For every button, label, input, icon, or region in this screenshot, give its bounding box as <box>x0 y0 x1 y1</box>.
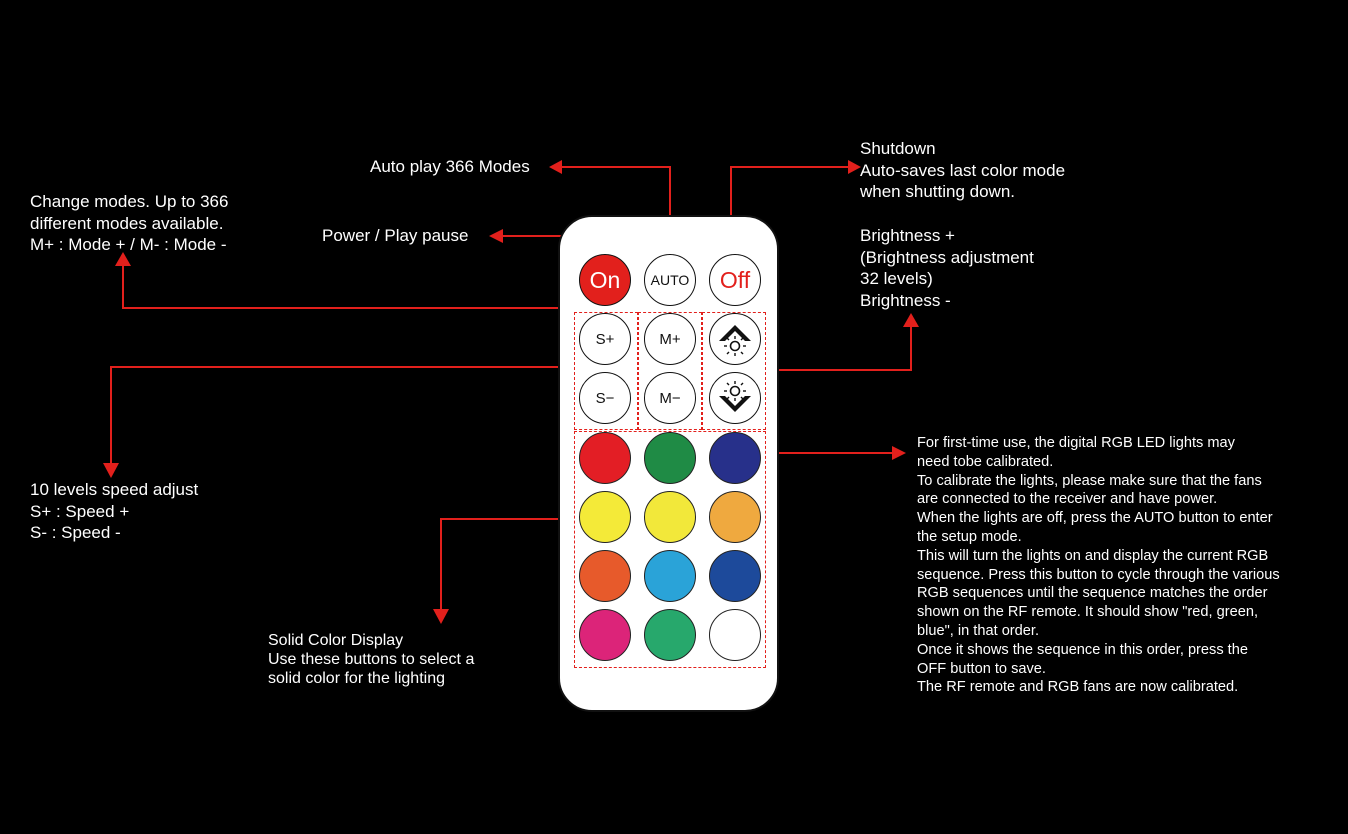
brightness-label: Brightness + (Brightness adjustment 32 l… <box>860 226 1034 310</box>
brightness-down-button[interactable] <box>709 372 761 424</box>
calibration-instructions: For first-time use, the digital RGB LED … <box>917 435 1280 696</box>
color-button-green[interactable] <box>644 432 696 484</box>
off-button[interactable]: Off <box>709 254 761 306</box>
arrowhead-change-modes <box>115 252 131 266</box>
color-button-white[interactable] <box>709 609 761 661</box>
brightness-down-icon <box>719 381 751 412</box>
speed-group-box <box>574 312 638 430</box>
power-label: Power / Play pause <box>322 226 469 245</box>
color-button-sky-blue[interactable] <box>644 550 696 602</box>
arrowhead-speed <box>103 463 119 478</box>
color-button-red[interactable] <box>579 432 631 484</box>
color-button-orange[interactable] <box>709 491 761 543</box>
speed-label: 10 levels speed adjust S+ : Speed + S- :… <box>30 480 199 542</box>
shutdown-label: Shutdown Auto-saves last color mode when… <box>860 139 1066 201</box>
brightness-up-button[interactable] <box>709 313 761 365</box>
arrowhead-brightness <box>903 313 919 327</box>
color-button-magenta[interactable] <box>579 609 631 661</box>
solid-color-label: Solid Color Display Use these buttons to… <box>268 632 475 687</box>
arrowhead-solid-color <box>433 609 449 624</box>
speed-down-button[interactable]: S− <box>579 372 631 424</box>
mode-down-button[interactable]: M− <box>644 372 696 424</box>
color-button-emerald[interactable] <box>644 609 696 661</box>
color-button-royal-blue[interactable] <box>709 550 761 602</box>
change-modes-label: Change modes. Up to 366 different modes … <box>30 192 229 254</box>
color-button-navy[interactable] <box>709 432 761 484</box>
color-button-red-orange[interactable] <box>579 550 631 602</box>
arrowhead-calibration <box>892 446 906 460</box>
brightness-group-box <box>702 312 766 430</box>
auto-button[interactable]: AUTO <box>644 254 696 306</box>
brightness-up-icon <box>719 325 751 356</box>
power-button[interactable]: On <box>579 254 631 306</box>
color-button-yellow-1[interactable] <box>579 491 631 543</box>
auto-play-label: Auto play 366 Modes <box>370 157 530 176</box>
arrowhead-auto-play <box>549 160 562 174</box>
mode-up-button[interactable]: M+ <box>644 313 696 365</box>
color-button-yellow-2[interactable] <box>644 491 696 543</box>
arrowhead-shutdown <box>848 160 861 174</box>
arrowhead-power <box>489 229 503 243</box>
speed-up-button[interactable]: S+ <box>579 313 631 365</box>
mode-group-box <box>638 312 702 430</box>
color-group-box <box>574 431 766 668</box>
